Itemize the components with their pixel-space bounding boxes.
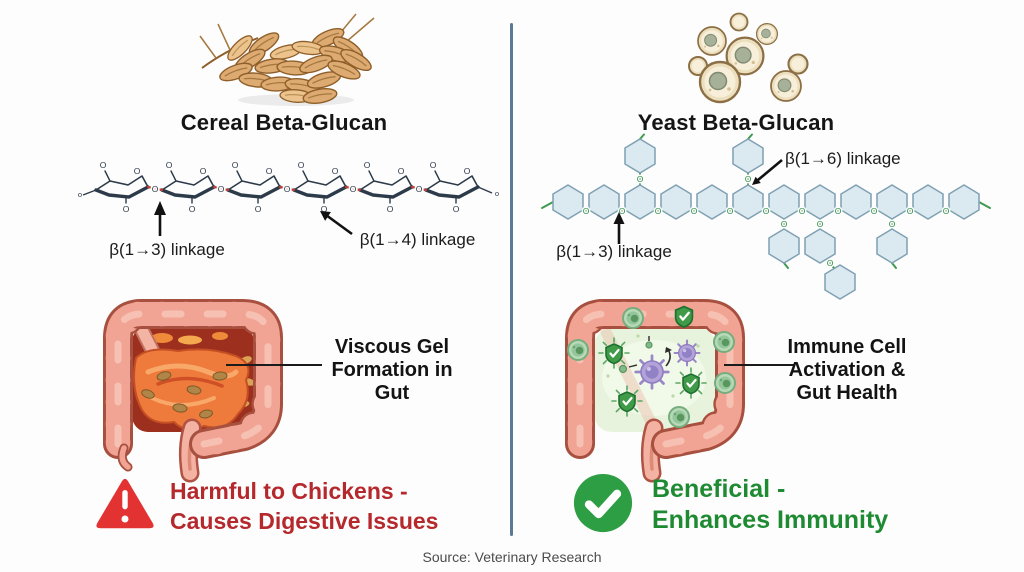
macrophage-icon: [622, 307, 644, 329]
center-divider: [510, 23, 513, 536]
gut-viscous-gel-illustration: [86, 276, 296, 476]
beta14-arrow-icon: [320, 211, 353, 236]
shield-check-icon: [604, 342, 624, 365]
macrophage-icon: [567, 339, 589, 361]
beta13-arrow-icon: [154, 201, 166, 236]
beta16-arrow-icon: [752, 159, 783, 185]
shield-check-icon: [617, 390, 637, 413]
cereal-title: Cereal Beta-Glucan: [180, 110, 388, 135]
check-circle-icon: [573, 473, 633, 533]
immune-annotation-connector: [724, 364, 794, 367]
cereal-verdict-line1: Harmful to Chickens -: [170, 478, 408, 504]
gel-annotation: Viscous Gel Formation in Gut: [331, 336, 453, 404]
macrophage-icon: [714, 372, 736, 394]
oat-grains-illustration: [199, 13, 375, 107]
yeast-molecule-illustration: [541, 133, 991, 300]
gut-immune-cells-illustration: [548, 276, 758, 476]
cereal-linkage1-label: β(1→3) linkage: [109, 240, 225, 259]
macrophage-icon: [713, 331, 735, 353]
warning-triangle-icon: [96, 478, 154, 529]
immune-annotation: Immune Cell Activation & Gut Health: [787, 336, 907, 404]
dendritic-cell-icon: [673, 339, 701, 367]
cereal-verdict: Harmful to Chickens - Causes Digestive I…: [170, 476, 438, 536]
yeast-verdict-line1: Beneficial -: [652, 475, 786, 503]
dendritic-cell-icon: [634, 354, 670, 390]
source-credit: Source: Veterinary Research: [422, 549, 602, 565]
viscous-gel-interior: [132, 322, 255, 452]
yeast-cells-illustration: [688, 12, 809, 104]
gel-annotation-connector: [226, 364, 322, 367]
shield-check-icon: [674, 305, 694, 329]
yeast-title: Yeast Beta-Glucan: [637, 110, 835, 135]
cereal-panel: Cereal Beta-Glucan β(1→3) li: [77, 13, 500, 536]
shield-check-icon: [681, 372, 701, 395]
cereal-molecule-illustration: [77, 150, 500, 228]
cereal-verdict-line2: Causes Digestive Issues: [170, 508, 439, 534]
yeast-panel: Yeast Beta-Glucan: [512, 0, 1024, 572]
yeast-linkage1-label: β(1→6) linkage: [785, 149, 901, 168]
cereal-linkage2-label: β(1→4) linkage: [359, 230, 476, 249]
yeast-verdict: Beneficial - Enhances Immunity: [652, 474, 888, 536]
yeast-linkage2-label: β(1→3) linkage: [556, 242, 672, 261]
macrophage-icon: [668, 406, 690, 428]
immune-interior: [594, 326, 716, 446]
yeast-verdict-line2: Enhances Immunity: [652, 506, 889, 534]
yeast-beta13-arrow-icon: [613, 212, 625, 244]
